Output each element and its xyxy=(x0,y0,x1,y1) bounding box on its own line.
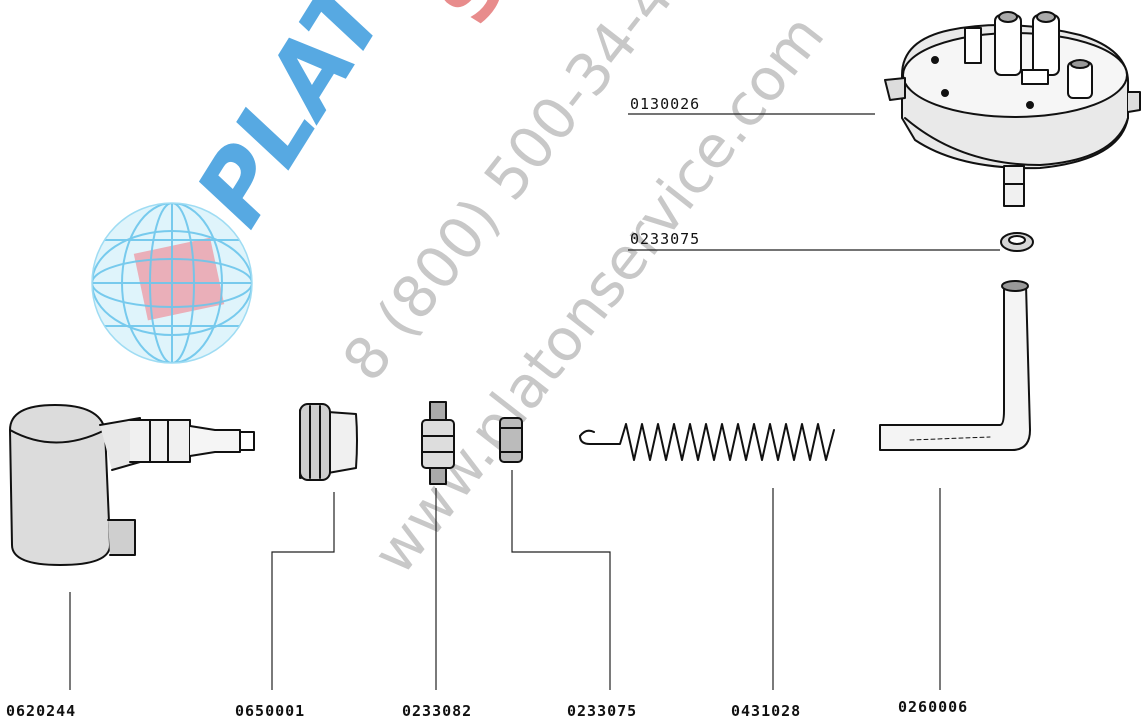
part-labels: 0130026 0233075 0620244 0650001 0233082 … xyxy=(6,95,968,720)
spring-drawing xyxy=(579,423,835,461)
pressure-switch-drawing xyxy=(884,11,1141,207)
part-number-0233075-bottom: 0233075 xyxy=(567,702,637,720)
globe-logo-icon xyxy=(91,202,253,364)
leader-lines xyxy=(69,113,1000,690)
plunger-drawing xyxy=(421,401,455,485)
part-number-0233082: 0233082 xyxy=(402,702,472,720)
ring-top-drawing xyxy=(1000,232,1034,252)
grommet-drawing xyxy=(299,403,358,481)
part-number-0233075-top: 0233075 xyxy=(630,230,700,248)
bush-drawing xyxy=(499,417,523,463)
part-number-0620244: 0620244 xyxy=(6,702,76,720)
elbow-hose-drawing xyxy=(879,280,1031,451)
watermark-brand-suffix: S xyxy=(420,0,524,40)
part-number-0130026: 0130026 xyxy=(630,95,700,113)
part-number-0650001: 0650001 xyxy=(235,702,305,720)
watermark: PLATON S 8 (800) 500-34-41 www.platonser… xyxy=(91,0,837,587)
part-number-0260006: 0260006 xyxy=(898,698,968,716)
globe-grid xyxy=(92,203,252,363)
part-number-0431028: 0431028 xyxy=(731,702,801,720)
coil-connector-drawing xyxy=(9,404,255,566)
